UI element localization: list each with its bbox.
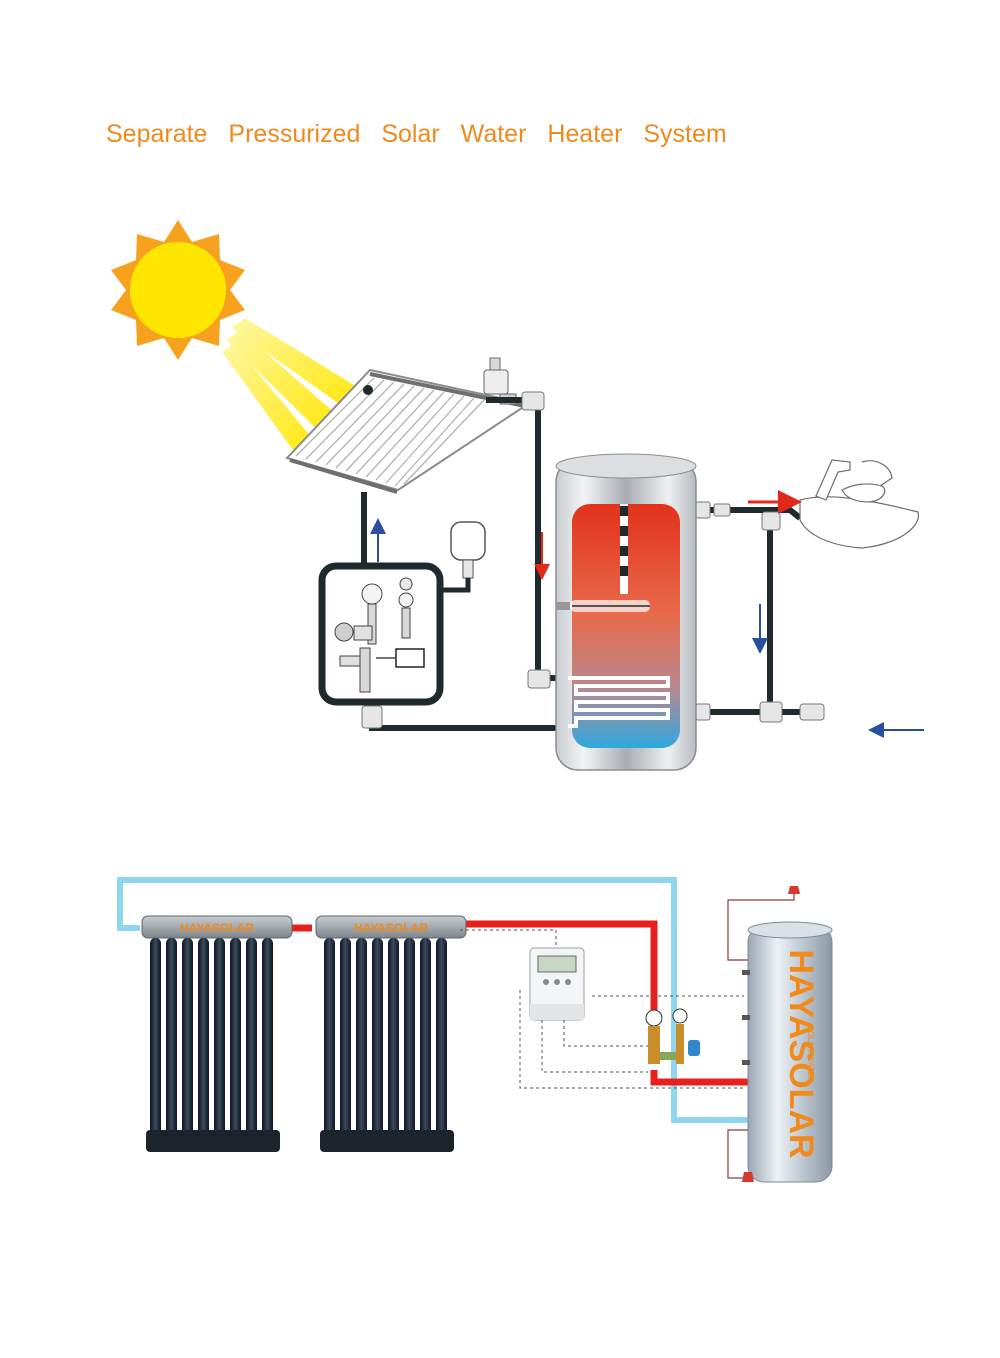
solar-controller [529, 947, 585, 1021]
pipe-fittings [361, 391, 825, 729]
heat-exchange-coil [568, 676, 670, 728]
cold-return-pipe [117, 877, 748, 1123]
sun-icon [111, 220, 245, 360]
tank-connections [727, 892, 795, 1179]
collector-brand-left: HAYASOLAR [180, 921, 254, 935]
tank-valves [742, 886, 800, 1182]
sensor-wires [460, 929, 744, 1089]
collector-brand-right: HAYASOLAR [354, 921, 428, 935]
tank-ports [742, 970, 750, 1065]
collector-left: HAYASOLAR [141, 915, 293, 1152]
tank-subtext: SOLAR WATER [806, 1025, 815, 1083]
flat-plate-collector [285, 368, 531, 494]
sun-beams [222, 318, 370, 468]
hot-water-dip-tube [620, 504, 628, 594]
electric-heater-element [556, 600, 650, 612]
storage-tank-vertical: HAYASOLAR SOLAR WATER [747, 921, 833, 1183]
pressurized-system-diagram [111, 220, 924, 771]
flow-arrows [370, 490, 924, 738]
pump-station [318, 562, 444, 706]
storage-tank [555, 453, 697, 771]
wash-basin [799, 459, 920, 549]
evacuated-tube-system-diagram: HAYASOLAR HAYASOLAR [117, 877, 833, 1183]
pump-station-small [645, 1008, 700, 1064]
page-title: Separate Pressurized Solar Water Heater … [106, 120, 727, 148]
collector-right: HAYASOLAR [315, 915, 467, 1152]
tank-brand: HAYASOLAR [782, 949, 820, 1158]
